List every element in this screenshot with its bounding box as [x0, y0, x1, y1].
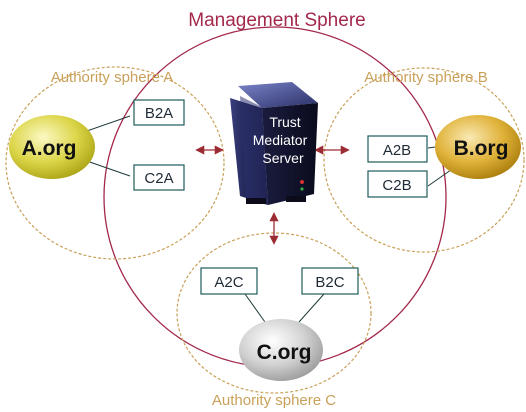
management-sphere-title: Management Sphere — [188, 10, 365, 31]
svg-text:A2C: A2C — [214, 274, 243, 291]
box-a2c: A2C — [200, 267, 258, 295]
authority-sphere-a-label: Authority sphere A — [51, 69, 174, 86]
org-c-node — [239, 319, 323, 381]
server-label-line1: Trust — [269, 114, 300, 130]
org-a-node — [9, 115, 95, 179]
box-b2c: B2C — [301, 267, 359, 295]
server-arrows — [195, 145, 350, 245]
org-a-label: A.org — [22, 137, 77, 160]
server-label-line2: Mediator — [253, 132, 308, 148]
svg-text:B2A: B2A — [145, 105, 173, 122]
org-b-node — [435, 115, 521, 179]
org-b-label: B.org — [454, 137, 509, 160]
authority-sphere-b-circle — [323, 67, 525, 253]
authority-sphere-a-circle — [5, 66, 225, 260]
svg-text:C2B: C2B — [382, 177, 411, 194]
server-label-line3: Server — [262, 150, 304, 166]
svg-text:C2A: C2A — [144, 170, 173, 187]
box-b2a: B2A — [133, 99, 185, 126]
authority-sphere-b-label: Authority sphere B — [364, 69, 487, 86]
org-c-label: C.org — [257, 341, 312, 364]
svg-text:B2C: B2C — [315, 274, 344, 291]
box-a2b: A2B — [367, 135, 428, 163]
box-c2a: C2A — [133, 164, 185, 191]
trust-mediator-server-icon: Trust Mediator Server — [230, 82, 318, 205]
authority-sphere-c-label: Authority sphere C — [212, 392, 336, 409]
box-c2b: C2B — [367, 170, 428, 198]
svg-text:A2B: A2B — [383, 142, 411, 159]
